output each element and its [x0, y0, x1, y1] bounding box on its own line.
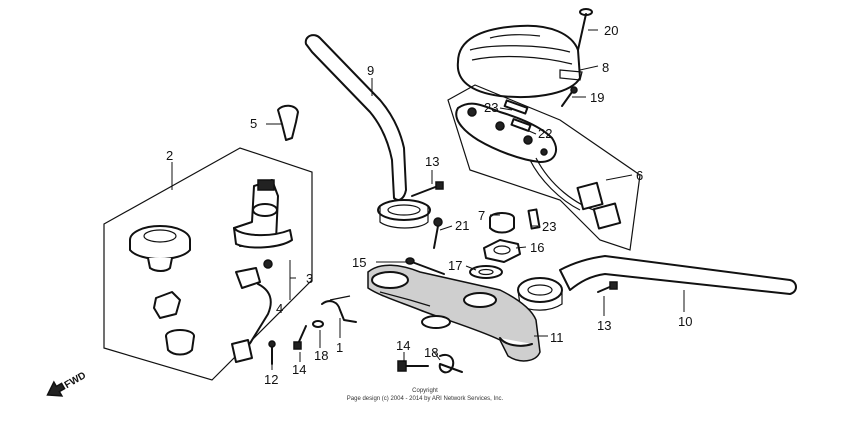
bolt-13-lower [597, 281, 618, 293]
bolt-21 [433, 217, 443, 249]
callout-23-upper: 23 [484, 100, 498, 115]
bushing-7 [489, 212, 515, 234]
fwd-label: FWD [63, 370, 88, 391]
leader-lines [171, 29, 685, 370]
callout-18-upper: 18 [314, 348, 328, 363]
clip-18-lower [438, 354, 463, 374]
screw-19 [561, 86, 578, 107]
washer-17 [469, 265, 503, 279]
callout-10: 10 [678, 314, 692, 329]
bracket-1 [321, 295, 357, 323]
callout-13-upper: 13 [425, 154, 439, 169]
callout-19: 19 [590, 90, 604, 105]
bolt-13-upper [411, 181, 444, 197]
callout-15: 15 [352, 255, 366, 270]
nut-16 [483, 239, 521, 263]
callout-14-lower: 14 [396, 338, 410, 353]
callout-9: 9 [367, 63, 374, 78]
fwd-arrow-icon [46, 380, 66, 397]
bolt-14-lower [397, 360, 429, 372]
copyright-line-1: Copyright [412, 388, 438, 394]
callout-17: 17 [448, 258, 462, 273]
callout-7: 7 [478, 208, 485, 223]
callout-1: 1 [336, 340, 343, 355]
callout-11: 11 [550, 330, 564, 345]
callout-18-lower: 18 [424, 345, 438, 360]
ignition-cover [129, 225, 191, 272]
ignition-switch [233, 179, 293, 269]
clamp-parts [153, 267, 261, 356]
fwd-arrow: FWD [46, 370, 88, 397]
callout-20: 20 [604, 23, 618, 38]
callout-12: 12 [264, 372, 278, 387]
screw-12 [268, 340, 276, 365]
handlebar-right [517, 255, 797, 311]
washer-18-upper [312, 320, 324, 328]
ignition-assembly-box [103, 147, 313, 381]
callout-16: 16 [530, 240, 544, 255]
key-5 [277, 104, 299, 141]
bolt-14-upper [293, 325, 307, 350]
callout-14-upper: 14 [292, 362, 306, 377]
callout-5: 5 [250, 116, 257, 131]
callout-22: 22 [538, 126, 552, 141]
callout-4: 4 [276, 301, 283, 316]
callout-13-lower: 13 [597, 318, 611, 333]
wire-4 [231, 283, 272, 363]
handlebar-left [304, 34, 431, 229]
callout-6: 6 [636, 168, 643, 183]
callout-21: 21 [455, 218, 469, 233]
callout-8: 8 [602, 60, 609, 75]
callout-3: 3 [306, 271, 313, 286]
screw-20 [577, 8, 593, 51]
meter-cover [456, 24, 583, 99]
top-bridge [367, 264, 541, 362]
callout-2: 2 [166, 148, 173, 163]
copyright-line-2: Page design (c) 2004 - 2014 by ARI Netwo… [347, 396, 504, 402]
pin-23-lower [527, 208, 541, 230]
callout-23-lower: 23 [542, 219, 556, 234]
callouts: 20 8 19 23 22 6 9 5 2 13 7 23 21 16 15 1… [166, 23, 692, 387]
wiring-harness [447, 84, 641, 251]
